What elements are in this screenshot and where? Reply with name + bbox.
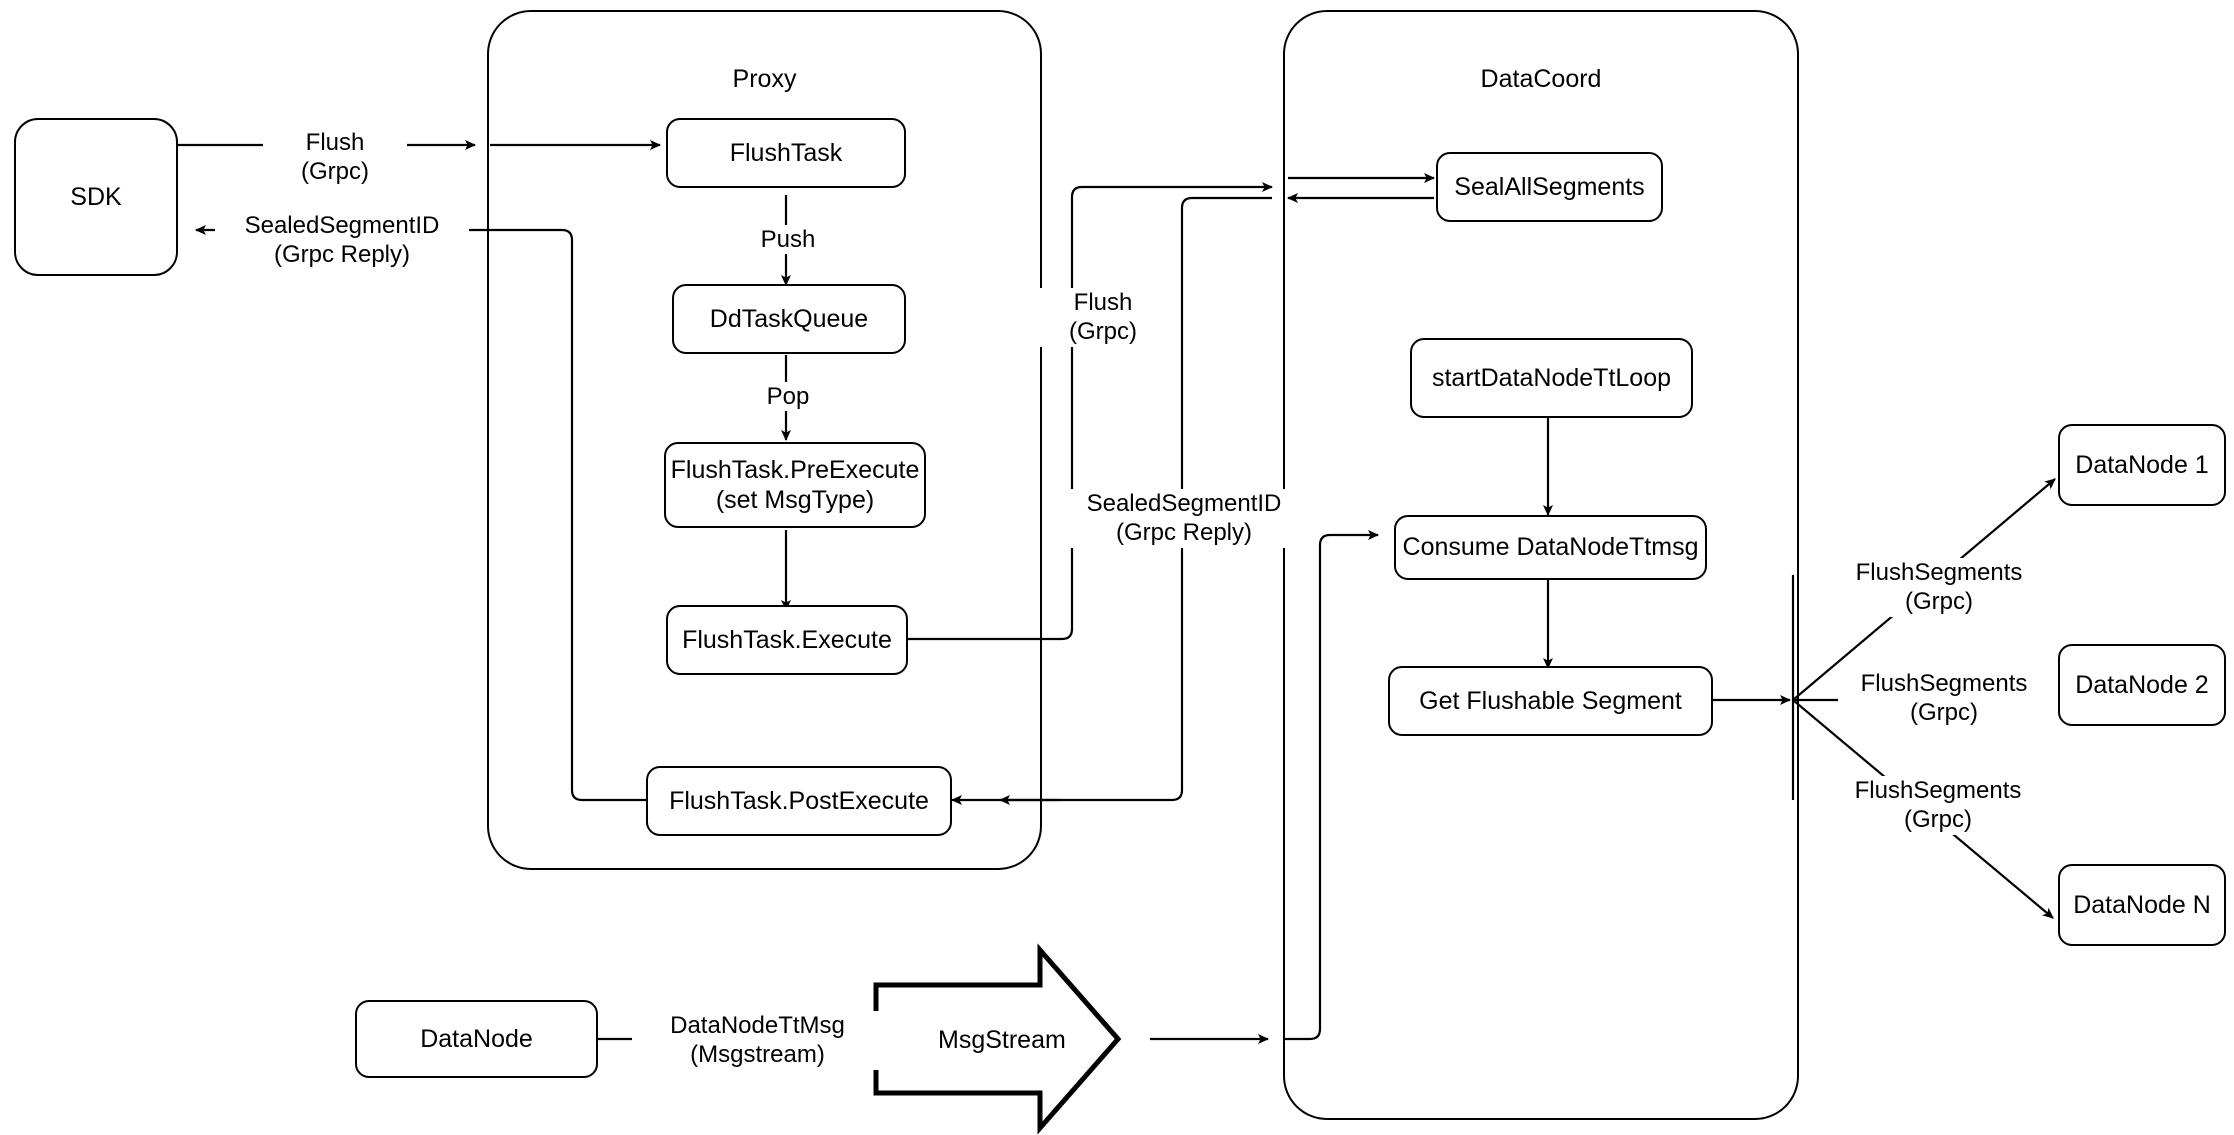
edge-label-datacoord-to-proxy: SealedSegmentID (Grpc Reply) xyxy=(1057,489,1311,548)
container-proxy-title: Proxy xyxy=(732,65,797,93)
node-consume-datanodettmsg[interactable]: Consume DataNodeTtmsg xyxy=(1394,515,1707,580)
node-flushtask-preexecute[interactable]: FlushTask.PreExecute (set MsgType) xyxy=(664,442,926,528)
node-datanode-2[interactable]: DataNode 2 xyxy=(2058,644,2226,726)
node-startdatanodettloop[interactable]: startDataNodeTtLoop xyxy=(1410,338,1693,418)
node-flushtask-execute[interactable]: FlushTask.Execute xyxy=(666,605,908,675)
edge-label-sdk-to-proxy: Flush (Grpc) xyxy=(263,128,407,187)
node-datanode-n[interactable]: DataNode N xyxy=(2058,864,2226,946)
edge-label-flushsegments-2: FlushSegments (Grpc) xyxy=(1838,669,2050,728)
edge-label-proxy-to-sdk: SealedSegmentID (Grpc Reply) xyxy=(215,211,469,270)
edge-label-pop: Pop xyxy=(751,382,825,412)
node-sealallsegments[interactable]: SealAllSegments xyxy=(1436,152,1663,222)
node-datanode[interactable]: DataNode xyxy=(355,1000,598,1078)
node-get-flushable-segment[interactable]: Get Flushable Segment xyxy=(1388,666,1713,736)
node-ddtaskqueue[interactable]: DdTaskQueue xyxy=(672,284,906,354)
edge-label-push: Push xyxy=(746,225,830,255)
node-msgstream-label: MsgStream xyxy=(938,1026,1066,1054)
edge-label-flushsegments-n: FlushSegments (Grpc) xyxy=(1832,776,2044,835)
node-datanode-1[interactable]: DataNode 1 xyxy=(2058,424,2226,506)
node-flushtask[interactable]: FlushTask xyxy=(666,118,906,188)
container-datacoord-title: DataCoord xyxy=(1480,65,1602,93)
edge-label-proxy-to-datacoord: Flush (Grpc) xyxy=(1036,288,1170,347)
edge-label-datanode-to-msgstream: DataNodeTtMsg (Msgstream) xyxy=(632,1011,883,1070)
node-flushtask-postexecute[interactable]: FlushTask.PostExecute xyxy=(646,766,952,836)
node-sdk[interactable]: SDK xyxy=(14,118,178,276)
edge-label-flushsegments-1: FlushSegments (Grpc) xyxy=(1833,558,2045,617)
